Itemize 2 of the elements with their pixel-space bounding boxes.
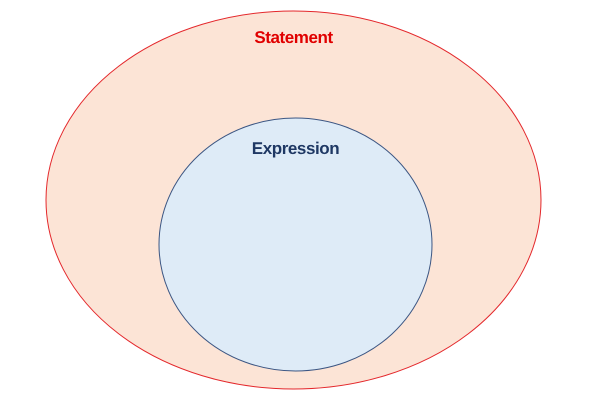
set-label: Expression (252, 138, 340, 160)
set-label: Statement (254, 27, 333, 49)
